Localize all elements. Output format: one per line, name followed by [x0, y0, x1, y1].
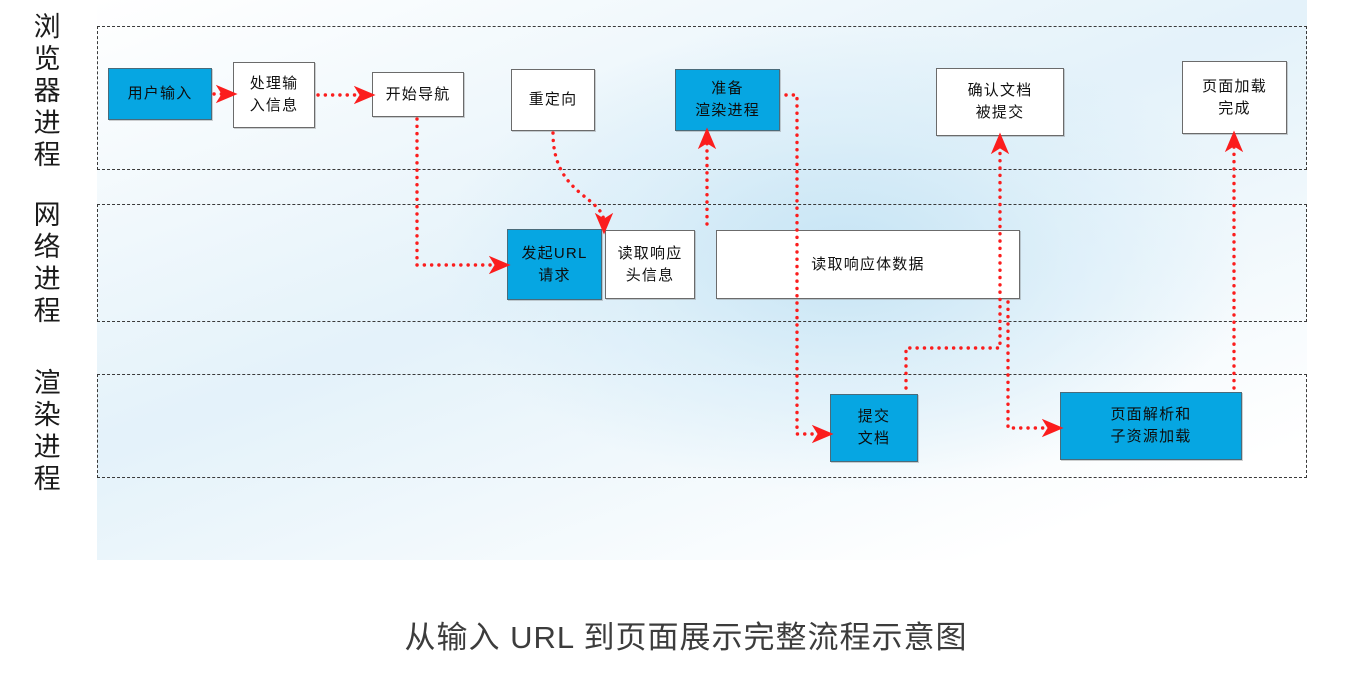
lane-network-process	[97, 204, 1307, 322]
node-commit-document[interactable]: 提交 文档	[830, 394, 918, 462]
lane-label-network-process: 网络进程	[29, 200, 60, 328]
lane-browser-process	[97, 26, 1307, 170]
node-page-load-complete[interactable]: 页面加载 完成	[1182, 61, 1287, 134]
node-process-input[interactable]: 处理输 入信息	[233, 62, 315, 128]
node-read-response-header[interactable]: 读取响应 头信息	[605, 230, 695, 299]
node-prepare-renderer[interactable]: 准备 渲染进程	[675, 69, 780, 131]
node-read-response-body[interactable]: 读取响应体数据	[716, 230, 1020, 299]
node-issue-url-request[interactable]: 发起URL 请求	[507, 229, 602, 300]
node-confirm-document-committed[interactable]: 确认文档 被提交	[936, 68, 1064, 136]
lane-label-browser-process: 浏览器进程	[29, 12, 60, 172]
diagram-caption: 从输入 URL 到页面展示完整流程示意图	[404, 620, 968, 655]
node-redirect[interactable]: 重定向	[511, 69, 595, 131]
node-user-input[interactable]: 用户输入	[108, 68, 212, 120]
lane-label-render-process: 渲染进程	[29, 368, 60, 496]
node-parse-page-and-subresources[interactable]: 页面解析和 子资源加载	[1060, 392, 1242, 460]
lane-render-process	[97, 374, 1307, 478]
node-start-navigation[interactable]: 开始导航	[372, 72, 464, 117]
